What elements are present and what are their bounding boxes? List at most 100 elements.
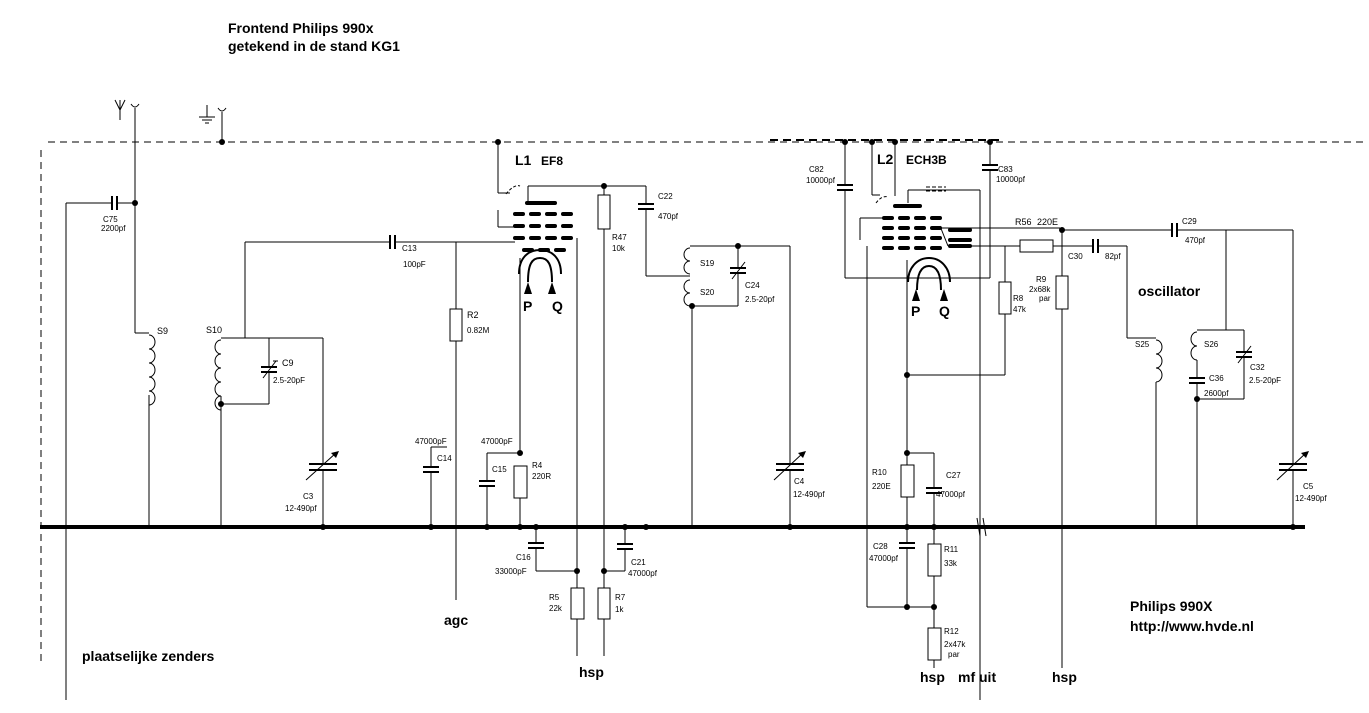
s26-c36-c32: [1189, 329, 1252, 527]
s10-label: S10: [206, 325, 222, 335]
c5-name: C5: [1303, 482, 1314, 491]
s9-coil: [134, 203, 156, 527]
c32-value: 2.5-20pF: [1249, 376, 1281, 385]
s20-label: S20: [700, 288, 715, 297]
oscillator-label: oscillator: [1138, 283, 1201, 299]
agc-label: agc: [444, 612, 468, 628]
bus-junctions: [320, 524, 1296, 530]
c9-name: C9: [282, 358, 294, 368]
r9-note: par: [1039, 294, 1051, 303]
r8-value: 47k: [1013, 305, 1027, 314]
c3-value: 12-490pf: [285, 504, 317, 513]
r47-value: 10k: [612, 244, 626, 253]
c22-value: 470pf: [658, 212, 679, 221]
c21-name: C21: [631, 558, 646, 567]
r2-resistor: [449, 242, 463, 600]
r12-name: R12: [944, 627, 959, 636]
r5-name: R5: [549, 593, 560, 602]
c30-value: 82pf: [1105, 252, 1121, 261]
r5-value: 22k: [549, 604, 563, 613]
c5-value: 12-490pf: [1295, 494, 1327, 503]
l2-q: Q: [939, 303, 950, 319]
r4-name: R4: [532, 461, 543, 470]
c4-name: C4: [794, 477, 805, 486]
c28-name: C28: [873, 542, 888, 551]
c83-name: C83: [998, 165, 1013, 174]
c14-name: C14: [437, 454, 452, 463]
c21-value: 47000pf: [628, 569, 658, 578]
c82-name: C82: [809, 165, 824, 174]
l2-type: ECH3B: [906, 153, 947, 167]
r56-name: R56: [1015, 217, 1032, 227]
r4-value: 220R: [532, 472, 551, 481]
c29-value: 470pf: [1185, 236, 1206, 245]
r10-value: 220E: [872, 482, 891, 491]
c28-value: 47000pf: [869, 554, 899, 563]
c22-name: C22: [658, 192, 673, 201]
title-line2: getekend in de stand KG1: [228, 38, 400, 54]
c4-capacitor: [773, 246, 806, 527]
title-line1: Frontend Philips 990x: [228, 20, 374, 36]
antenna-icon: [114, 99, 140, 203]
l2-tube: [859, 139, 1060, 700]
c75-capacitor: [65, 196, 138, 700]
l1-label: L1: [515, 152, 532, 168]
r11-value: 33k: [944, 559, 958, 568]
r9-name: R9: [1036, 275, 1047, 284]
r47-r7-c21: [597, 186, 633, 656]
plaatselijke-label: plaatselijke zenders: [82, 648, 215, 664]
c29-name: C29: [1182, 217, 1197, 226]
c27-value: 47000pf: [936, 490, 966, 499]
c14-capacitor: [423, 446, 447, 527]
r12-note: par: [948, 650, 960, 659]
hsp3-label: hsp: [1052, 669, 1077, 685]
hsp2-label: hsp: [920, 669, 945, 685]
r8-resistor: [904, 246, 1012, 378]
r4-c15: [479, 450, 528, 527]
mf-uit-label: mf uit: [958, 669, 996, 685]
c9-value: 2.5-20pF: [273, 376, 305, 385]
cathode-network: [866, 246, 942, 668]
r12-value: 2x47k: [944, 640, 966, 649]
c13-capacitor: [389, 235, 515, 249]
c24-value: 2.5-20pf: [745, 295, 775, 304]
c30-name: C30: [1068, 252, 1083, 261]
c16-name: C16: [516, 553, 531, 562]
c15-value: 47000pF: [481, 437, 513, 446]
c22-s19-tank: [604, 185, 790, 527]
s10-tank: [214, 241, 390, 527]
l1-type: EF8: [541, 154, 563, 168]
url-label: http://www.hvde.nl: [1130, 618, 1254, 634]
c3-name: C3: [303, 492, 314, 501]
r47-name: R47: [612, 233, 627, 242]
l2-label: L2: [877, 151, 894, 167]
s26-label: S26: [1204, 340, 1219, 349]
r56-c29-c30: [1019, 223, 1309, 668]
c15-name: C15: [492, 465, 507, 474]
l1-tube: [495, 139, 607, 453]
l1-p: P: [523, 298, 532, 314]
r2-value: 0.82M: [467, 326, 490, 335]
l2-p: P: [911, 303, 920, 319]
c83-value: 10000pf: [996, 175, 1026, 184]
c24-name: C24: [745, 281, 760, 290]
c27-name: C27: [946, 471, 961, 480]
r7-name: R7: [615, 593, 626, 602]
brand-label: Philips 990X: [1130, 598, 1213, 614]
s25-label: S25: [1135, 340, 1150, 349]
c36-value: 2600pf: [1204, 389, 1229, 398]
c4-value: 12-490pf: [793, 490, 825, 499]
s9-label: S9: [157, 326, 168, 336]
c16-r5: [528, 238, 585, 656]
r2-name: R2: [467, 310, 479, 320]
c13-name: C13: [402, 244, 417, 253]
r8-name: R8: [1013, 294, 1024, 303]
c36-name: C36: [1209, 374, 1224, 383]
c14-value: 47000pF: [415, 437, 447, 446]
r11-name: R11: [944, 545, 959, 554]
hsp1-label: hsp: [579, 664, 604, 680]
c82-value: 10000pf: [806, 176, 836, 185]
earth-icon: [199, 105, 227, 145]
r9-value: 2x68k: [1029, 285, 1051, 294]
s19-label: S19: [700, 259, 715, 268]
